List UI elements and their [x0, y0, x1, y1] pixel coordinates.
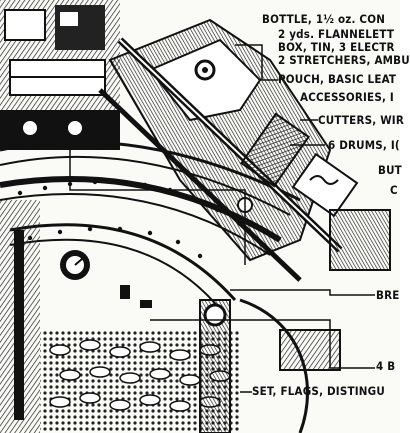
- label-four-b: 4 B: [376, 359, 396, 373]
- leader-lines: [69, 44, 375, 393]
- label-drums: 6 DRUMS, I(: [328, 138, 400, 152]
- label-but: BUT: [378, 163, 402, 177]
- label-stretchers: 2 STRETCHERS, AMBU: [278, 53, 410, 67]
- lower-left-wall: [0, 200, 152, 433]
- tank-interior-illustration: [0, 0, 391, 433]
- label-set-flags: SET, FLAGS, DISTINGU: [252, 384, 385, 398]
- label-pouch: POUCH, BASIC LEAT: [278, 72, 397, 86]
- label-bottle: BOTTLE, 1½ oz. CON: [262, 12, 386, 26]
- label-flannelette: 2 yds. FLANNELETT: [278, 27, 395, 41]
- label-cutters: CUTTERS, WIR: [318, 113, 405, 127]
- label-bre: BRE: [376, 288, 400, 302]
- gun-mechanism: [98, 18, 391, 282]
- label-accessories: ACCESSORIES, I: [300, 90, 394, 104]
- upper-left-machinery: [0, 0, 120, 150]
- label-box-tin: BOX, TIN, 3 ELECTR: [278, 40, 395, 54]
- label-c: C: [390, 183, 398, 197]
